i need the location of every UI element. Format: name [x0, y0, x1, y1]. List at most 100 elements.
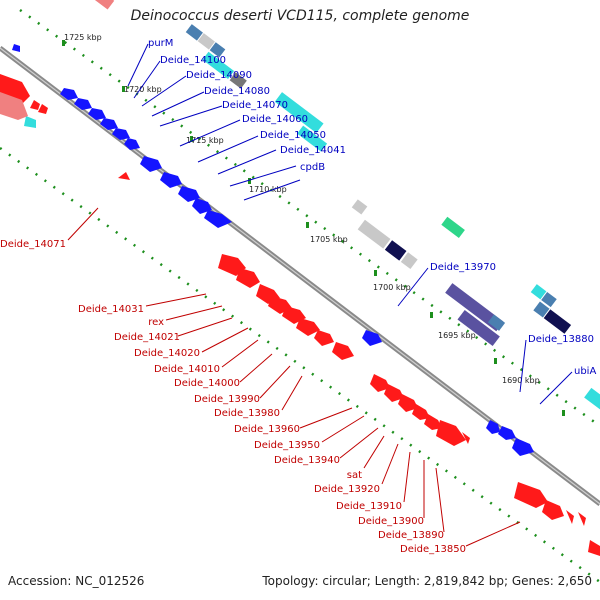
gene-label[interactable]: Deide_13900 — [358, 516, 424, 527]
leader-line — [159, 105, 223, 127]
gene-arrow[interactable] — [398, 394, 418, 412]
gene-label[interactable]: Deide_14070 — [222, 100, 288, 111]
gene-arrow[interactable] — [12, 44, 20, 52]
gene-arrow[interactable] — [424, 414, 442, 430]
gene-arrow[interactable] — [88, 108, 106, 120]
tick-label: 1705 kbp — [310, 235, 348, 244]
gene-feature[interactable] — [457, 309, 500, 347]
gene-label[interactable]: rex — [148, 317, 164, 328]
gene-feature[interactable] — [86, 0, 115, 10]
accession-label: Accession: NC_012526 — [8, 574, 145, 588]
gene-feature[interactable] — [209, 42, 226, 58]
gene-feature[interactable] — [533, 301, 550, 318]
gene-feature[interactable] — [441, 216, 465, 238]
gene-arrow[interactable] — [566, 510, 574, 524]
gene-feature[interactable] — [543, 309, 572, 334]
gene-arrow[interactable] — [498, 426, 516, 440]
gene-feature[interactable] — [584, 387, 600, 411]
gene-arrow[interactable] — [362, 330, 382, 346]
gene-feature[interactable] — [384, 240, 407, 261]
gene-label[interactable]: Deide_13910 — [336, 501, 402, 512]
gene-arrow[interactable] — [514, 482, 548, 508]
gene-feature[interactable] — [274, 92, 324, 134]
gene-arrow[interactable] — [178, 186, 200, 202]
gene-label[interactable]: Deide_14021 — [114, 332, 180, 343]
gene-arrow[interactable] — [236, 268, 260, 288]
gene-arrow[interactable] — [218, 254, 246, 276]
gene-label[interactable]: Deide_13880 — [528, 334, 594, 345]
forward-gene-boxes — [86, 0, 572, 334]
gene-arrow[interactable] — [578, 512, 586, 526]
gene-feature[interactable] — [400, 252, 418, 270]
gene-label[interactable]: Deide_14080 — [204, 86, 270, 97]
gene-arrow[interactable] — [38, 104, 48, 114]
gene-arrow[interactable] — [124, 138, 140, 150]
gene-arrow[interactable] — [204, 210, 232, 228]
gene-label[interactable]: cpdB — [300, 162, 325, 173]
gene-arrow[interactable] — [314, 330, 334, 346]
gene-arrow[interactable] — [486, 420, 500, 434]
gene-feature[interactable] — [530, 284, 547, 300]
gene-label[interactable]: Deide_14031 — [78, 304, 144, 315]
gene-label[interactable]: Deide_13850 — [400, 544, 466, 555]
gene-arrow[interactable] — [118, 172, 130, 180]
leader-line — [381, 443, 399, 485]
gene-feature[interactable] — [487, 314, 506, 331]
gene-arrow[interactable] — [192, 198, 212, 214]
leader-line — [259, 365, 291, 399]
gene-feature[interactable] — [197, 33, 215, 50]
gene-arrow[interactable] — [462, 432, 470, 444]
gene-arrow[interactable] — [160, 172, 182, 188]
leader-line — [519, 339, 527, 393]
gene-arrow[interactable] — [140, 156, 162, 172]
gene-arrow[interactable] — [332, 342, 354, 360]
gene-label[interactable]: Deide_13960 — [234, 424, 300, 435]
major-tick — [248, 178, 251, 184]
gene-arrow[interactable] — [24, 116, 36, 128]
gene-arrow[interactable] — [370, 374, 390, 392]
gene-arrow[interactable] — [30, 100, 40, 110]
gene-feature[interactable] — [351, 199, 368, 215]
major-tick — [62, 40, 65, 46]
gene-arrow[interactable] — [112, 128, 130, 140]
gene-feature[interactable] — [541, 291, 557, 308]
gene-arrow[interactable] — [412, 404, 430, 420]
gene-label[interactable]: Deide_14020 — [134, 348, 200, 359]
gene-feature[interactable] — [202, 51, 235, 80]
gene-arrow[interactable] — [512, 438, 534, 456]
gene-feature[interactable] — [185, 24, 203, 41]
gene-arrow[interactable] — [542, 500, 564, 520]
gene-label[interactable]: Deide_14060 — [242, 114, 308, 125]
gene-label[interactable]: Deide_13990 — [194, 394, 260, 405]
gene-label[interactable]: Deide_13920 — [314, 484, 380, 495]
gene-label[interactable]: Deide_14050 — [260, 130, 326, 141]
gene-label[interactable]: Deide_13940 — [274, 455, 340, 466]
gene-arrow[interactable] — [74, 98, 92, 110]
gene-label[interactable]: Deide_13890 — [378, 530, 444, 541]
gene-label[interactable]: sat — [347, 470, 362, 481]
gene-label[interactable]: Deide_14010 — [154, 364, 220, 375]
leader-line — [397, 267, 429, 307]
gene-label[interactable]: Deide_13980 — [214, 408, 280, 419]
leader-line — [539, 371, 573, 405]
gene-arrow[interactable] — [0, 92, 28, 120]
gene-label[interactable]: Deide_14100 — [160, 55, 226, 66]
gene-label[interactable]: Deide_14041 — [280, 145, 346, 156]
gene-label[interactable]: purM — [148, 38, 173, 49]
gene-arrow[interactable] — [100, 118, 118, 130]
gene-feature[interactable] — [445, 283, 504, 332]
gene-arrow[interactable] — [60, 88, 78, 100]
gene-feature[interactable] — [297, 125, 328, 152]
gene-arrow[interactable] — [588, 540, 600, 556]
gene-arrow[interactable] — [384, 384, 404, 402]
gene-label[interactable]: Deide_14071 — [0, 239, 66, 250]
gene-arrow[interactable] — [436, 420, 466, 446]
gene-label[interactable]: Deide_14090 — [186, 70, 252, 81]
gene-label[interactable]: Deide_14000 — [174, 378, 240, 389]
gene-arrow[interactable] — [296, 318, 320, 336]
gene-feature[interactable] — [229, 72, 247, 89]
gene-label[interactable]: Deide_13970 — [430, 262, 496, 273]
gene-label[interactable]: Deide_13950 — [254, 440, 320, 451]
gene-label[interactable]: ubiA — [574, 366, 596, 377]
gene-feature[interactable] — [357, 219, 391, 249]
